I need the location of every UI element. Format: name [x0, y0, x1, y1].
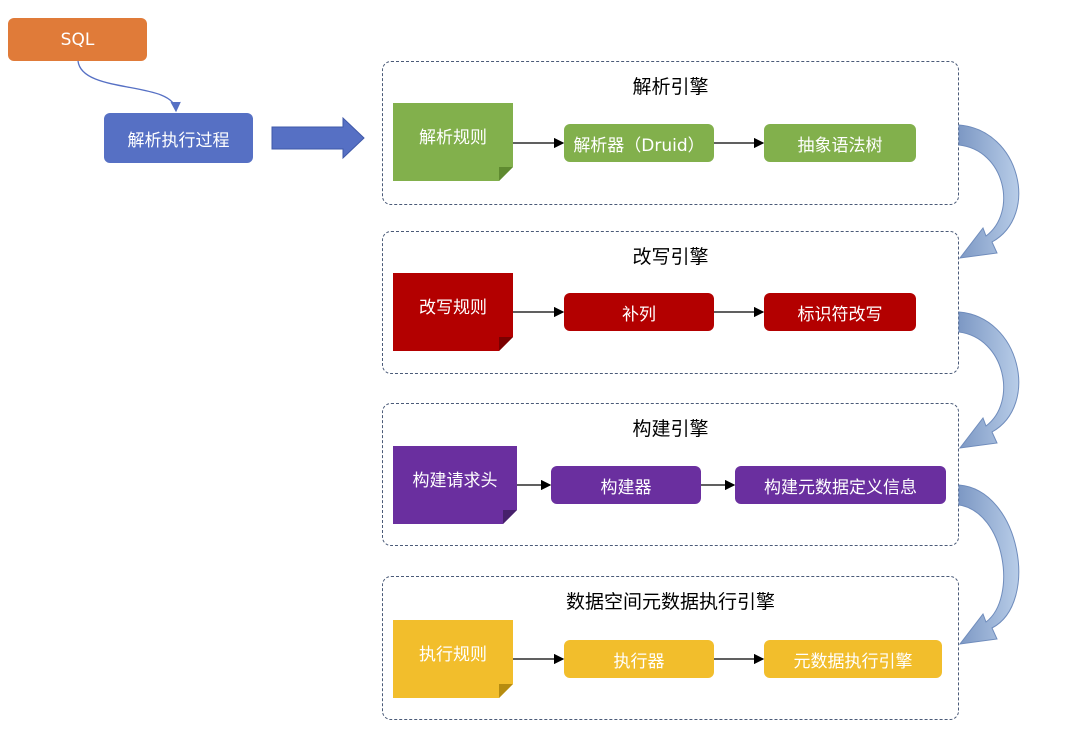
rule-note-rewrite: 改写规则 [393, 273, 513, 351]
step-builder: 构建器 [551, 466, 701, 504]
step-build-metadata: 构建元数据定义信息 [735, 466, 946, 504]
engine-build: 构建引擎 [382, 403, 959, 546]
page-fold-icon [499, 167, 513, 181]
step-label: 抽象语法树 [797, 135, 883, 156]
step-ast: 抽象语法树 [764, 124, 916, 162]
rule-note-execute: 执行规则 [393, 620, 513, 698]
engine-rewrite: 改写引擎 [382, 231, 959, 374]
sql-node: SQL [8, 18, 147, 61]
sql-to-process-connector [77, 60, 181, 113]
engine-transition-arrow [958, 124, 1020, 259]
engine-transition-arrow [958, 484, 1020, 645]
page-fold-icon [499, 684, 513, 698]
step-metadata-exec: 元数据执行引擎 [764, 640, 942, 678]
engine-title: 构建引擎 [632, 418, 709, 440]
step-label: 执行器 [613, 651, 665, 672]
rule-note-parse: 解析规则 [393, 103, 513, 181]
engine-title: 改写引擎 [632, 246, 709, 268]
rule-note-build: 构建请求头 [393, 446, 517, 524]
process-to-engine-arrow [271, 116, 365, 160]
step-label: 补列 [622, 304, 656, 325]
step-label: 解析器（Druid） [573, 135, 705, 156]
step-label: 元数据执行引擎 [793, 651, 913, 672]
page-fold-icon [499, 337, 513, 351]
page-fold-icon [503, 510, 517, 524]
engine-title: 解析引擎 [632, 76, 709, 98]
engine-execute: 数据空间元数据执行引擎 [382, 576, 959, 720]
engine-transition-arrow [958, 311, 1020, 449]
rule-label: 解析规则 [419, 128, 487, 148]
sql-label: SQL [60, 29, 95, 50]
step-identifier-rewrite: 标识符改写 [764, 293, 916, 331]
rule-label: 改写规则 [419, 298, 487, 318]
process-node: 解析执行过程 [104, 113, 253, 163]
step-label: 标识符改写 [797, 304, 883, 325]
rule-label: 构建请求头 [412, 471, 498, 491]
step-label: 构建器 [600, 477, 652, 498]
engine-title: 数据空间元数据执行引擎 [565, 591, 775, 613]
step-label: 构建元数据定义信息 [764, 477, 917, 498]
step-add-column: 补列 [564, 293, 714, 331]
rule-label: 执行规则 [419, 645, 487, 665]
process-label: 解析执行过程 [127, 130, 230, 151]
step-parser: 解析器（Druid） [564, 124, 714, 162]
step-executor: 执行器 [564, 640, 714, 678]
